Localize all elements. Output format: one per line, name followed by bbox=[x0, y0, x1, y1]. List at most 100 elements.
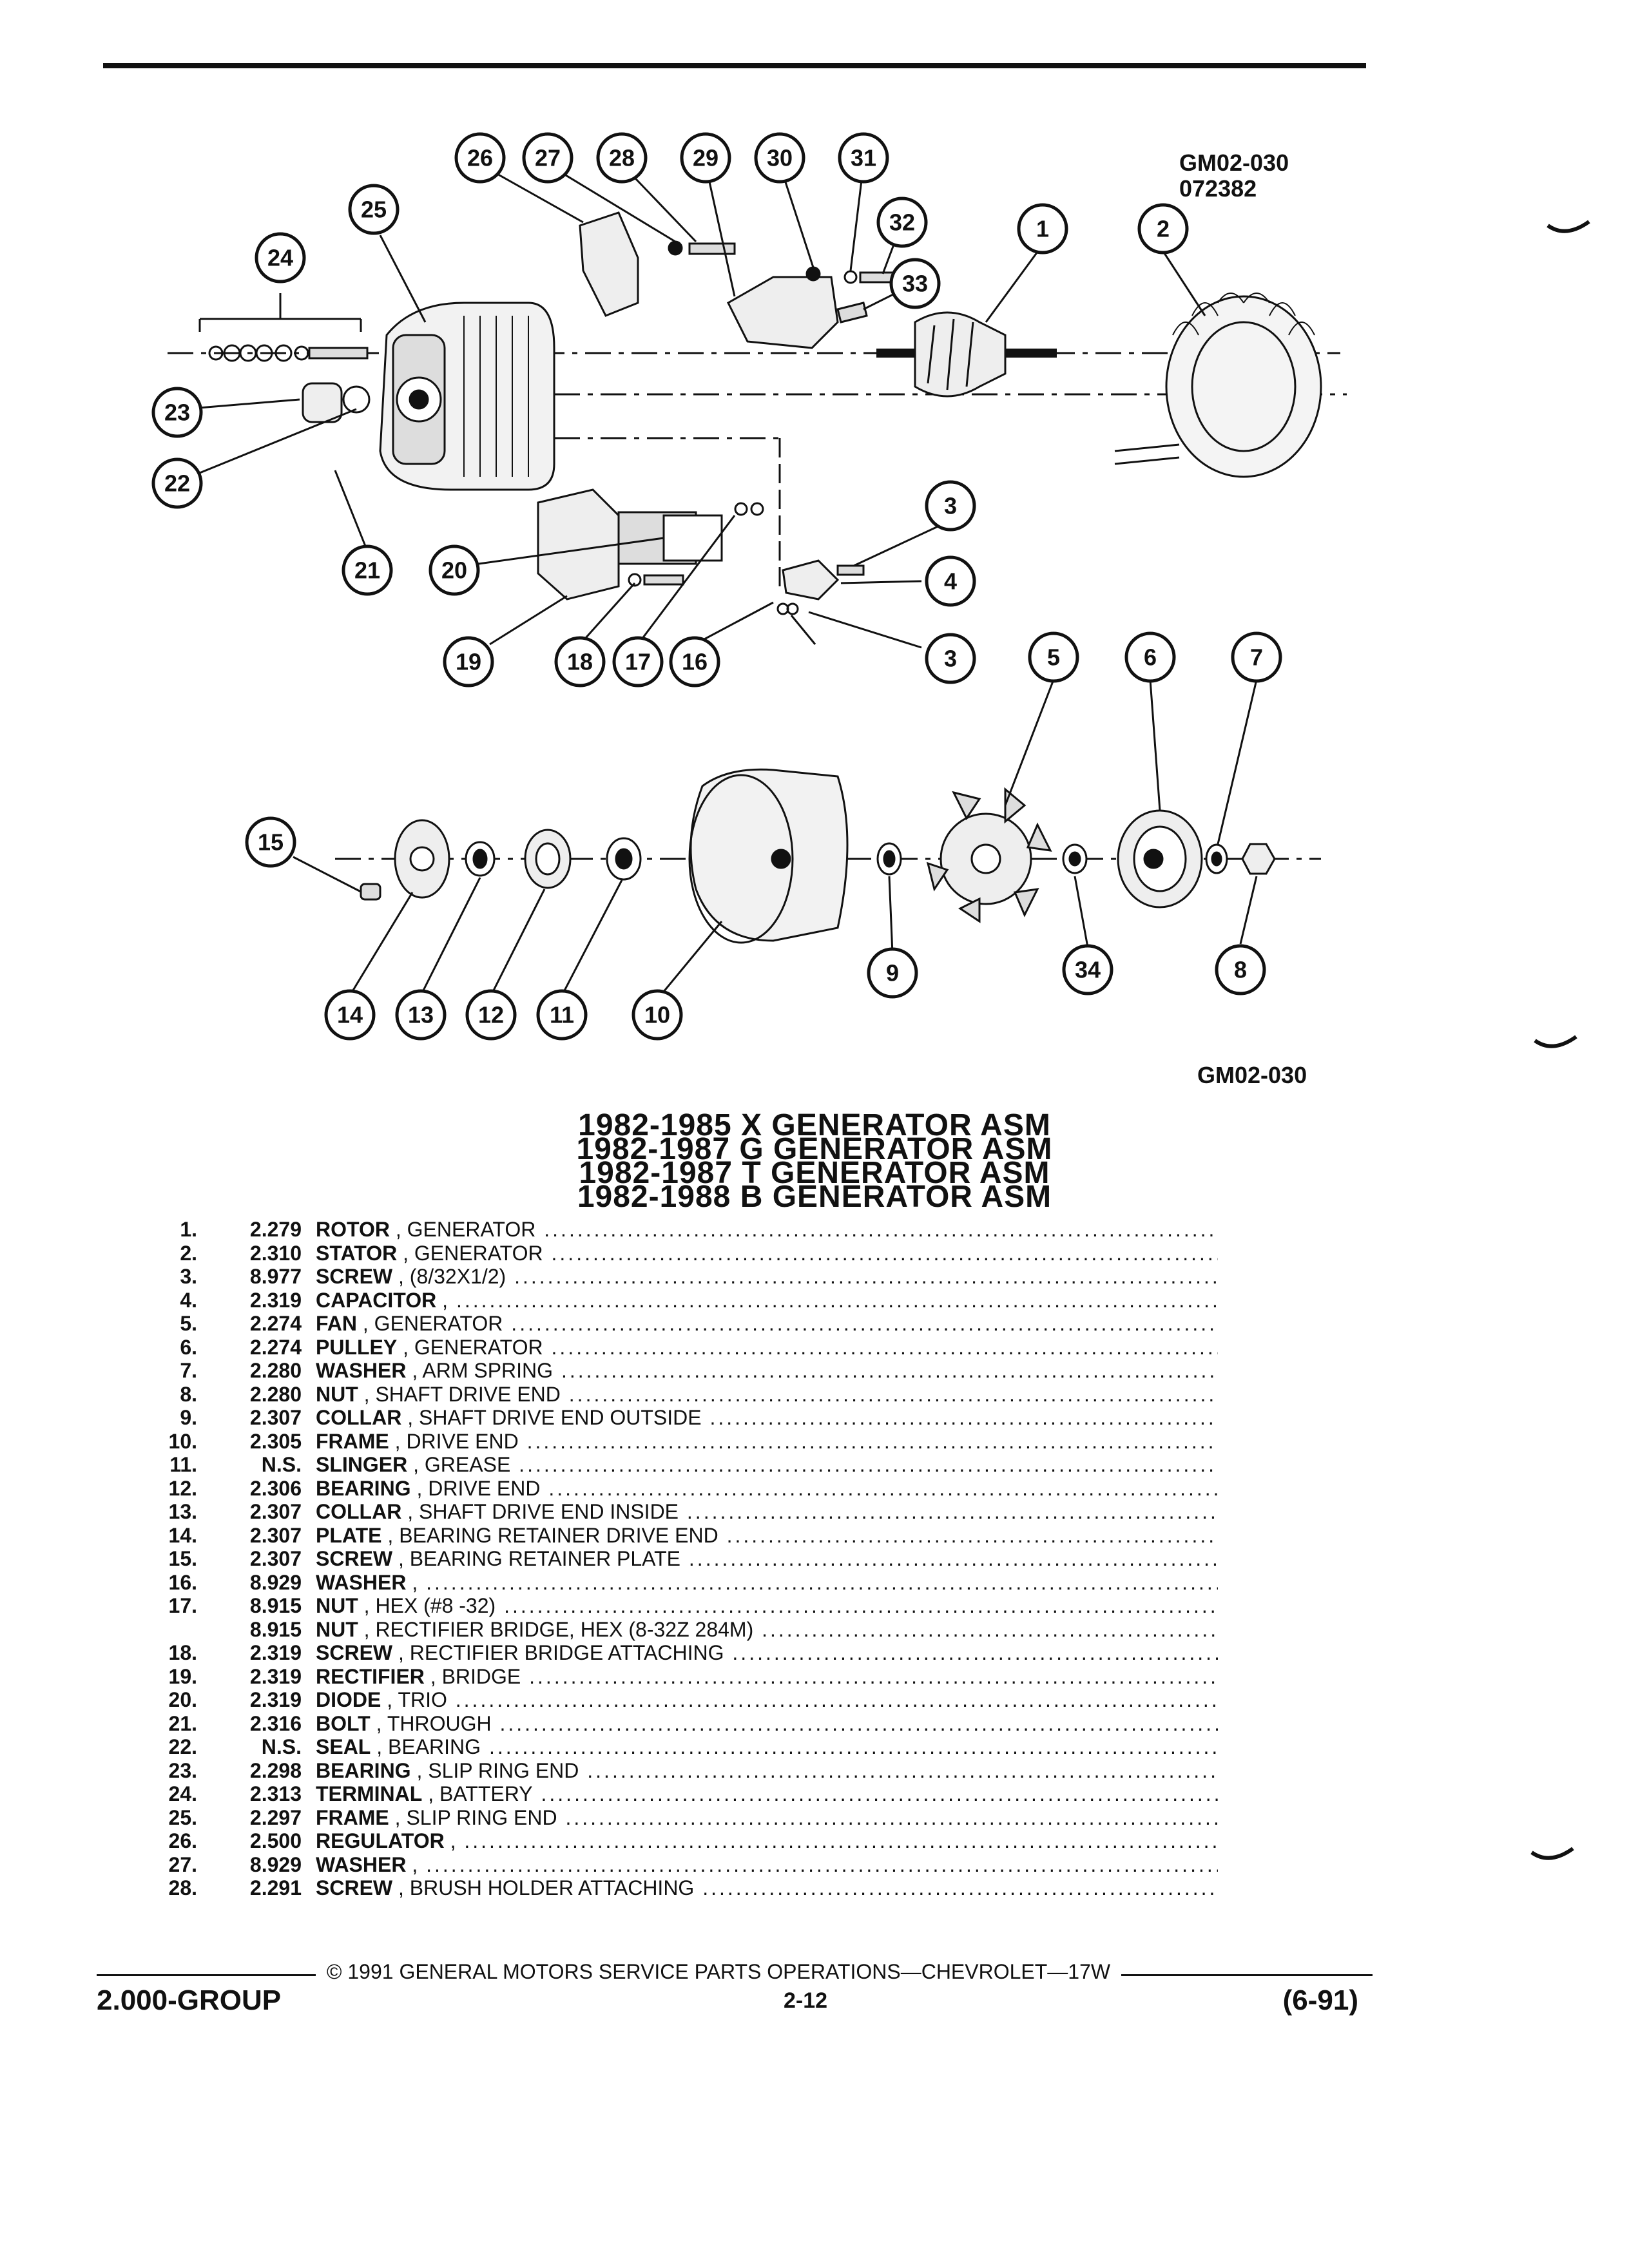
part-detail: , GREASE bbox=[407, 1453, 511, 1476]
part-description: TERMINAL , BATTERY bbox=[316, 1782, 1218, 1806]
callout-24: 24 bbox=[255, 232, 306, 284]
callout-14: 14 bbox=[324, 989, 376, 1041]
part-name: COLLAR bbox=[316, 1500, 402, 1523]
part-detail: , BRIDGE bbox=[424, 1664, 521, 1688]
part-group: 2.319 bbox=[249, 1288, 302, 1312]
part-detail: , bbox=[406, 1570, 418, 1594]
top-rule bbox=[103, 63, 1366, 68]
callout-26: 26 bbox=[454, 132, 506, 184]
part-number: 16. bbox=[168, 1570, 197, 1594]
part-number: 13. bbox=[168, 1500, 197, 1523]
part-description: PULLEY , GENERATOR bbox=[316, 1336, 1218, 1360]
part-name: PLATE bbox=[316, 1523, 382, 1547]
part-group: 2.313 bbox=[249, 1782, 302, 1805]
part-group: 2.274 bbox=[249, 1312, 302, 1335]
callout-9: 9 bbox=[867, 947, 918, 999]
callout-11: 11 bbox=[536, 989, 588, 1041]
part-description: WASHER , bbox=[316, 1571, 1218, 1595]
svg-text:30: 30 bbox=[767, 145, 793, 171]
part-number: 19. bbox=[168, 1664, 197, 1688]
part-name: SCREW bbox=[316, 1876, 393, 1899]
callout-28: 28 bbox=[596, 132, 648, 184]
svg-text:31: 31 bbox=[851, 145, 876, 171]
callout-3: 3 bbox=[925, 480, 976, 532]
part-name: BEARING bbox=[316, 1758, 411, 1782]
part-row: 11.N.S.SLINGER , GREASE bbox=[135, 1453, 1218, 1477]
part-name: SCREW bbox=[316, 1265, 393, 1288]
part-group: 2.280 bbox=[249, 1382, 302, 1406]
part-detail: , THROUGH bbox=[370, 1711, 492, 1735]
part-description: REGULATOR , bbox=[316, 1829, 1218, 1853]
part-number: 4. bbox=[180, 1288, 197, 1312]
part-detail: , BATTERY bbox=[422, 1782, 533, 1805]
part-number: 23. bbox=[168, 1758, 197, 1782]
assembly-title: 1982-1987 G GENERATOR ASM bbox=[576, 1132, 1053, 1166]
part-description: NUT , HEX (#8 -32) bbox=[316, 1594, 1218, 1618]
part-number: 2. bbox=[180, 1241, 197, 1265]
part-number: 25. bbox=[168, 1805, 197, 1829]
callout-10: 10 bbox=[631, 989, 683, 1041]
svg-text:23: 23 bbox=[164, 399, 190, 426]
part-number: 14. bbox=[168, 1523, 197, 1547]
svg-text:5: 5 bbox=[1047, 644, 1060, 671]
callout-4: 4 bbox=[925, 555, 976, 607]
svg-text:18: 18 bbox=[567, 649, 593, 675]
part-detail: , GENERATOR bbox=[389, 1218, 536, 1241]
part-callouts: 1 2 3 4 3 5 6 7 8 9 10 11 12 13 14 15 16… bbox=[151, 132, 1282, 1041]
part-description: BEARING , SLIP RING END bbox=[316, 1759, 1218, 1783]
part-description: PLATE , BEARING RETAINER DRIVE END bbox=[316, 1524, 1218, 1548]
callout-20: 20 bbox=[429, 544, 480, 596]
part-detail: , GENERATOR bbox=[397, 1335, 543, 1359]
assembly-title: 1982-1987 T GENERATOR ASM bbox=[579, 1156, 1050, 1190]
scan-mark bbox=[1534, 1035, 1577, 1048]
part-row: 22.N.S.SEAL , BEARING bbox=[135, 1735, 1218, 1759]
part-detail: , (8/32X1/2) bbox=[392, 1265, 506, 1288]
part-detail: , BEARING bbox=[371, 1735, 481, 1758]
callout-5: 5 bbox=[1028, 631, 1079, 683]
part-group: 2.305 bbox=[249, 1429, 302, 1453]
callout-31: 31 bbox=[838, 132, 889, 184]
svg-text:28: 28 bbox=[609, 145, 635, 171]
callout-22: 22 bbox=[151, 457, 203, 509]
svg-text:33: 33 bbox=[902, 271, 928, 297]
callout-33: 33 bbox=[889, 258, 941, 309]
svg-text:10: 10 bbox=[644, 1002, 670, 1028]
svg-text:15: 15 bbox=[258, 829, 284, 856]
part-number: 26. bbox=[168, 1829, 197, 1852]
part-name: FAN bbox=[316, 1312, 357, 1335]
svg-text:22: 22 bbox=[164, 470, 190, 497]
part-description: COLLAR , SHAFT DRIVE END INSIDE bbox=[316, 1500, 1218, 1524]
part-number: 12. bbox=[168, 1476, 197, 1500]
part-group: 2.279 bbox=[249, 1218, 302, 1241]
callout-12: 12 bbox=[465, 989, 517, 1041]
part-group: 2.310 bbox=[249, 1241, 302, 1265]
scan-mark bbox=[1530, 1847, 1574, 1860]
svg-text:27: 27 bbox=[535, 145, 561, 171]
part-detail: , HEX (#8 -32) bbox=[358, 1594, 496, 1617]
part-name: SCREW bbox=[316, 1547, 393, 1570]
part-name: PULLEY bbox=[316, 1335, 398, 1359]
part-detail: , GENERATOR bbox=[397, 1241, 543, 1265]
part-name: SEAL bbox=[316, 1735, 371, 1758]
part-name: RECTIFIER bbox=[316, 1664, 425, 1688]
part-detail: , ARM SPRING bbox=[406, 1359, 554, 1382]
part-description: SCREW , (8/32X1/2) bbox=[316, 1265, 1218, 1289]
part-name: ROTOR bbox=[316, 1218, 390, 1241]
part-group: 2.319 bbox=[249, 1688, 302, 1711]
part-detail: , SHAFT DRIVE END bbox=[358, 1382, 561, 1406]
